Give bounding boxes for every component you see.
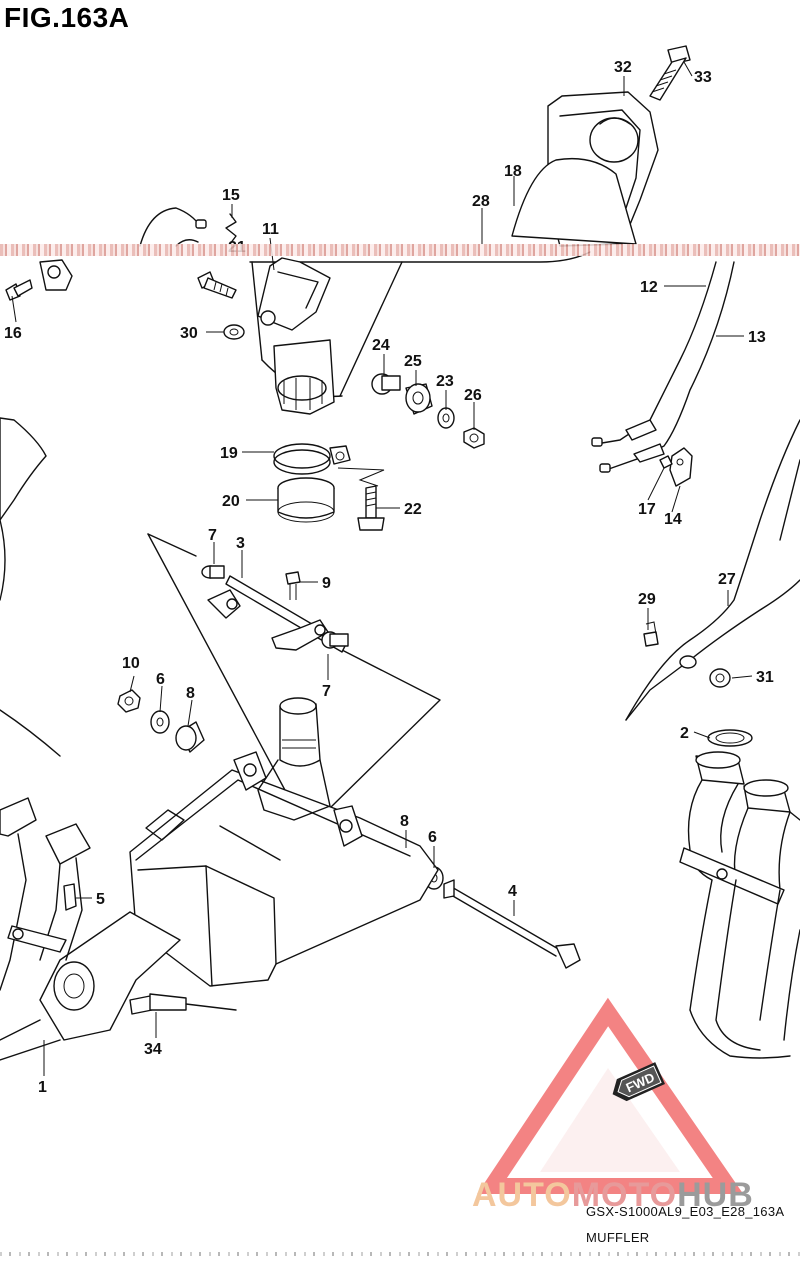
sensor-wire-part [139, 207, 237, 247]
callout-1: 1 [38, 1079, 47, 1096]
callout-19: 19 [220, 445, 238, 462]
callout-34: 34 [144, 1041, 162, 1058]
callout-13: 13 [748, 329, 766, 346]
callout-7b: 7 [322, 683, 331, 700]
callout-8a: 8 [186, 685, 195, 702]
callout-11: 11 [262, 221, 279, 238]
callout-10: 10 [122, 655, 140, 672]
callout-12: 12 [640, 279, 658, 296]
bracket-14-part [659, 447, 693, 487]
callout-numbers: 32 33 18 28 15 11 2 1 16 30 24 25 23 26 1… [4, 59, 774, 1096]
callout-24: 24 [372, 337, 390, 354]
o2-sensor-part [129, 993, 237, 1015]
callout-29: 29 [638, 591, 656, 608]
callout-9: 9 [322, 575, 331, 592]
callout-5: 5 [96, 891, 105, 908]
watermark-part-a: AUTO [472, 1176, 572, 1214]
callout-28: 28 [472, 193, 490, 210]
collar-24-part [371, 373, 401, 395]
bolt-29-part [643, 621, 659, 647]
muffler-main-body [0, 697, 439, 1061]
callout-17: 17 [638, 501, 656, 518]
callout-16: 16 [4, 325, 22, 342]
callout-26: 26 [464, 387, 482, 404]
hanger-bracket-part [147, 533, 441, 809]
callout-14: 14 [664, 511, 682, 528]
callout-7a: 7 [208, 527, 217, 544]
cover-bolt-part [649, 45, 691, 101]
gasket-20-part [277, 477, 335, 523]
heat-shield-part [625, 419, 800, 721]
callout-25: 25 [404, 353, 422, 370]
left-bolt-part [5, 259, 73, 301]
callout-33: 33 [694, 69, 712, 86]
clamp-19-part [273, 443, 385, 487]
nut-10-part [117, 689, 141, 713]
callout-32: 32 [614, 59, 632, 76]
nut-30-part [223, 324, 245, 340]
watermark-part-c: HUB [677, 1176, 754, 1214]
model-code: GSX-S1000AL9_E03_E28_163A [586, 1204, 785, 1219]
callout-31: 31 [756, 669, 774, 686]
watermark-triangle [477, 997, 744, 1194]
silencer-body-part [249, 157, 637, 263]
nut-31-part [709, 668, 731, 688]
scan-fold-artifact [0, 244, 800, 256]
callout-22: 22 [404, 501, 422, 518]
callout-15: 15 [222, 187, 240, 204]
long-bolt-4-part [443, 879, 581, 969]
washer-23-part [437, 407, 455, 429]
bolt-part [197, 271, 237, 299]
left-heat-shield-part [0, 417, 61, 757]
scan-edge-artifact [0, 1252, 800, 1256]
callout-18: 18 [504, 163, 522, 180]
watermark-text: AUTOMOTOHUB [472, 1176, 754, 1215]
callout-6b: 6 [428, 829, 437, 846]
throttle-cables-part [591, 261, 735, 473]
nut-26-part [463, 427, 485, 449]
callout-23: 23 [436, 373, 454, 390]
figure-title: FIG.163A [4, 2, 130, 33]
callout-3: 3 [236, 535, 245, 552]
callout-8b: 8 [400, 813, 409, 830]
figure-caption: MUFFLER [586, 1230, 650, 1245]
callout-6a: 6 [156, 671, 165, 688]
bolt-22-part [357, 485, 385, 531]
callout-2: 2 [680, 725, 689, 742]
mounting-bracket-part [257, 257, 335, 415]
callout-20: 20 [222, 493, 240, 510]
callout-27: 27 [718, 571, 736, 588]
right-header-pipes-part [679, 729, 800, 1059]
callout-30: 30 [180, 325, 198, 342]
grommet-25-part [405, 383, 433, 415]
fwd-direction-badge: FWD [612, 1062, 665, 1102]
callout-4: 4 [508, 883, 517, 900]
watermark-part-b: MOTO [571, 1176, 678, 1214]
